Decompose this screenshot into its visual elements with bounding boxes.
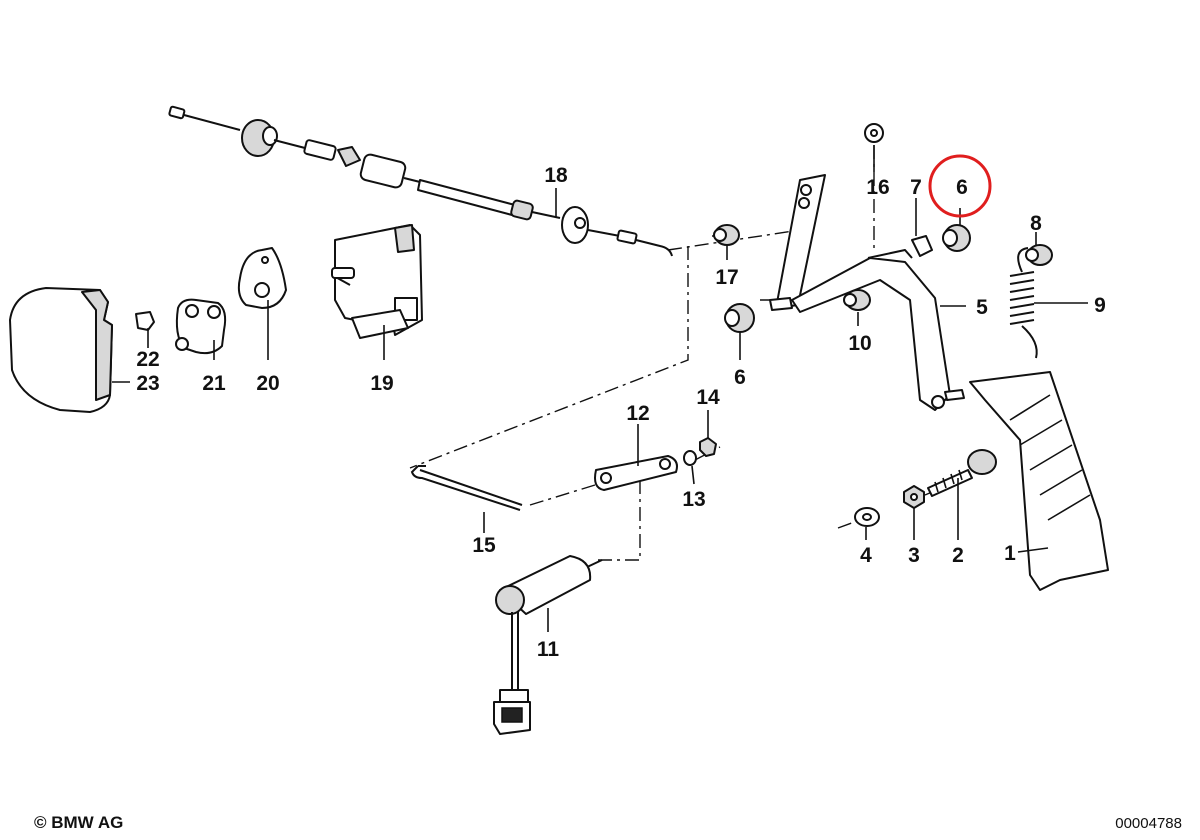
link-plate-12 <box>594 455 678 491</box>
centerline-cable-to-rod <box>409 229 801 469</box>
nut-3 <box>903 485 925 509</box>
cover-cap <box>9 287 113 413</box>
washer-16 <box>864 123 884 143</box>
image-number: 00004788 <box>1115 815 1182 832</box>
bushing-6-upper <box>942 224 971 252</box>
return-spring <box>1009 247 1038 359</box>
kickdown-actuator <box>493 555 603 735</box>
bushing-10 <box>843 289 871 311</box>
bushing-6-lower <box>724 303 755 333</box>
bushing-17 <box>713 224 740 246</box>
callout-4: 4 <box>860 544 872 567</box>
cam-lever <box>237 247 287 309</box>
bush-8 <box>1025 244 1053 266</box>
clamp-body <box>175 298 227 355</box>
washer-13 <box>683 450 697 466</box>
callout-19: 19 <box>370 372 393 395</box>
callout-14: 14 <box>696 386 720 409</box>
pedal-lever <box>769 174 965 411</box>
callout-10: 10 <box>848 332 871 355</box>
callout-5: 5 <box>976 296 988 319</box>
callout-16: 16 <box>866 176 889 199</box>
centerline-link <box>529 446 721 506</box>
callout-6-upper: 6 <box>956 176 968 199</box>
pedal-pad <box>969 371 1109 591</box>
cable-bracket <box>331 224 423 339</box>
stop-screw <box>927 449 997 497</box>
callout-23: 23 <box>136 372 159 395</box>
callout-20: 20 <box>256 372 279 395</box>
callout-13: 13 <box>682 488 705 511</box>
leader-lines <box>112 145 1088 632</box>
highlight-circle-part-6 <box>928 154 992 218</box>
callout-2: 2 <box>952 544 964 567</box>
callout-6-lower: 6 <box>734 366 746 389</box>
callout-3: 3 <box>908 544 920 567</box>
clip <box>135 311 155 331</box>
washer-4 <box>854 507 880 527</box>
callout-21: 21 <box>202 372 226 395</box>
callout-12: 12 <box>626 402 649 425</box>
callout-1: 1 <box>1004 542 1016 565</box>
throttle-cable <box>168 105 673 257</box>
rod-15 <box>410 465 523 511</box>
callout-22: 22 <box>136 348 159 371</box>
callout-15: 15 <box>472 534 496 557</box>
nut-14 <box>699 437 717 457</box>
callout-8: 8 <box>1030 212 1042 235</box>
callout-18: 18 <box>544 164 568 187</box>
centerline-actuator <box>598 480 641 561</box>
copyright-label: © BMW AG <box>34 813 124 832</box>
callout-17: 17 <box>715 266 738 289</box>
callout-7: 7 <box>910 176 922 199</box>
callout-9: 9 <box>1094 294 1106 317</box>
callout-11: 11 <box>537 638 560 661</box>
clip-7 <box>911 235 933 257</box>
